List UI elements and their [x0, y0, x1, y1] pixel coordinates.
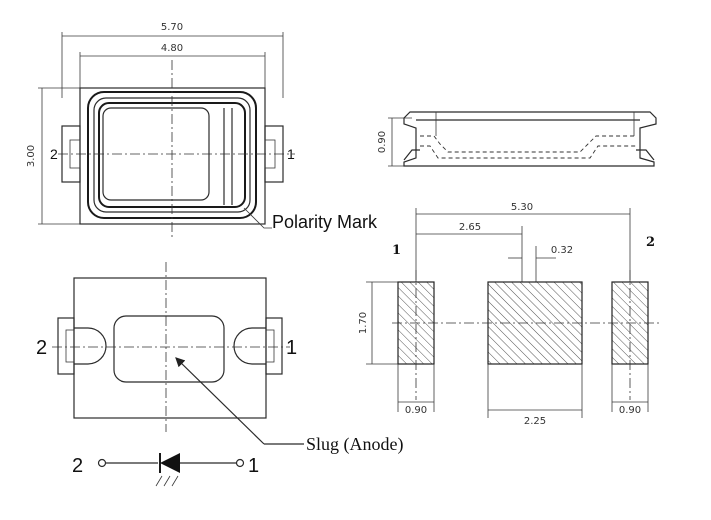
schematic-pin-right: 1: [248, 455, 259, 477]
bottom-pin-right: 1: [286, 337, 297, 359]
dim-height: 3.00: [26, 87, 80, 225]
bottom-contact-left: [74, 327, 107, 365]
bottom-contact-right: [233, 327, 266, 365]
pad-dim-center-width: 2.25: [487, 364, 583, 427]
bottom-pin-left: 2: [36, 337, 47, 359]
pad-dim-center-label: 2.65: [459, 222, 481, 233]
bottom-lead-left-inner: [65, 329, 75, 363]
slug-label: Slug (Anode): [306, 434, 404, 455]
schematic-pin-left: 2: [72, 455, 83, 477]
bottom-slug: [113, 315, 225, 383]
schematic-terminal-left: [97, 458, 107, 468]
dim-width-inner-label: 4.80: [161, 43, 183, 54]
polarity-mark-label: Polarity Mark: [272, 212, 378, 232]
side-lead-left: [403, 149, 420, 161]
top-pin-left: 2: [50, 146, 58, 162]
polarity-leader: [243, 207, 272, 229]
dim-width-outer-label: 5.70: [161, 22, 183, 33]
pad-dim-left: 0.90: [397, 364, 435, 416]
pad-dim-center: 2.65: [416, 222, 523, 282]
top-view: 5.70 4.80 3.00: [26, 22, 378, 240]
side-profile: [403, 111, 657, 167]
side-view: 0.90: [377, 111, 657, 167]
pad-dim-center-width-label: 2.25: [524, 416, 546, 427]
pad-dim-height-label: 1.70: [358, 312, 369, 334]
pad-dim-gap: 0.32: [508, 245, 573, 282]
emission-arrow-b: [163, 475, 171, 487]
emission-arrow-a: [155, 475, 163, 487]
pad-dim-right: 0.90: [611, 364, 649, 416]
pad-pin-right: 2: [646, 235, 655, 250]
pad-dim-left-label: 0.90: [405, 405, 427, 416]
dim-width-inner: 4.80: [79, 43, 266, 92]
side-cavity-dashed-lower: [420, 145, 636, 159]
side-cavity-dashed: [420, 135, 636, 153]
pad-dim-right-label: 0.90: [619, 405, 641, 416]
slug-leader-arrow: [175, 357, 265, 445]
side-lead-right: [636, 149, 655, 161]
bottom-lead-right-inner: [265, 329, 275, 363]
pad-pin-left: 1: [392, 243, 401, 258]
emission-arrow-c: [171, 475, 179, 487]
dim-width-outer: 5.70: [61, 22, 284, 98]
pad-dim-total-label: 5.30: [511, 202, 533, 213]
diode-triangle: [160, 453, 180, 473]
pad-dim-height: 1.70: [358, 281, 398, 365]
bottom-body-outline: [73, 277, 267, 419]
pad-layout: 5.30 2.65 0.32 1.70 1 2: [358, 202, 660, 427]
pad-dim-total: 5.30: [415, 202, 631, 282]
schematic-terminal-right: [235, 458, 245, 468]
dim-height-label: 3.00: [26, 145, 37, 167]
side-dim-height-label: 0.90: [377, 131, 388, 153]
diode-schematic: 2 1: [72, 453, 259, 487]
pad-dim-gap-label: 0.32: [551, 245, 573, 256]
top-pin-right: 1: [287, 146, 295, 162]
bottom-view: 2 1 Slug (Anode): [36, 262, 404, 455]
